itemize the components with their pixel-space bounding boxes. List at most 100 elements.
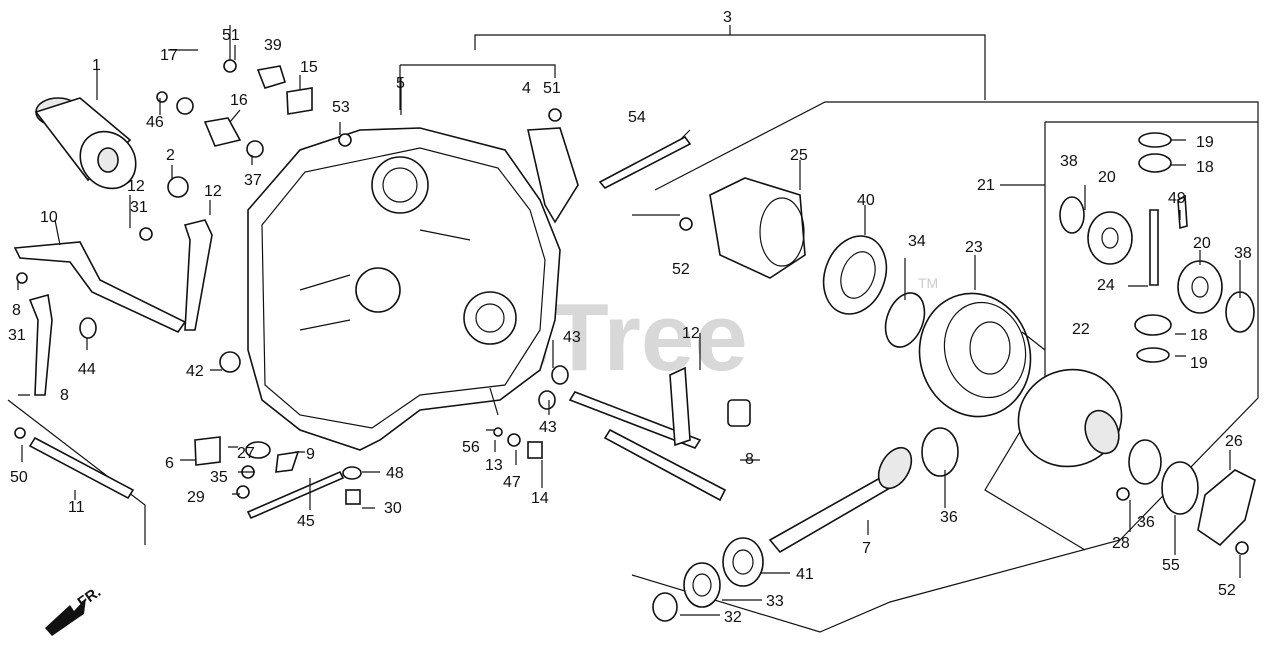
shift-fork-12 bbox=[669, 366, 691, 447]
shift-rod-box bbox=[7, 399, 146, 545]
callout-33: 33 bbox=[766, 593, 784, 610]
callout-17: 17 bbox=[160, 47, 178, 64]
shift-lever-12 bbox=[183, 219, 213, 331]
callout-51-right: 51 bbox=[543, 80, 561, 97]
bearing-housing bbox=[709, 177, 806, 279]
side-gear-20-left bbox=[1087, 211, 1133, 265]
callout-45: 45 bbox=[297, 513, 315, 530]
callout-38-right: 38 bbox=[1234, 245, 1252, 262]
nut-32 bbox=[652, 592, 678, 622]
transmission-case bbox=[247, 127, 561, 451]
bracket-4 bbox=[527, 127, 579, 224]
callout-4: 4 bbox=[522, 80, 531, 97]
callout-38-left: 38 bbox=[1060, 153, 1078, 170]
callout-48: 48 bbox=[386, 465, 404, 482]
callout-23: 23 bbox=[965, 239, 983, 256]
callout-26: 26 bbox=[1225, 433, 1243, 450]
callout-31-bottom: 31 bbox=[8, 327, 26, 344]
bracket-9 bbox=[275, 451, 300, 473]
washer-19-top bbox=[1138, 132, 1172, 148]
callout-12-mid: 12 bbox=[204, 183, 222, 200]
bearing-41 bbox=[722, 537, 764, 587]
callout-9: 9 bbox=[306, 446, 315, 463]
callout-16: 16 bbox=[230, 92, 248, 109]
bolt-31-b bbox=[16, 272, 28, 284]
switch-14 bbox=[527, 441, 543, 459]
callout-5: 5 bbox=[396, 75, 405, 92]
callout-3: 3 bbox=[723, 9, 732, 26]
bolt-51 bbox=[223, 59, 237, 73]
callout-27: 27 bbox=[237, 445, 255, 462]
bearing-cover-26 bbox=[1197, 469, 1256, 547]
callout-49: 49 bbox=[1168, 190, 1186, 207]
bolt-53 bbox=[338, 133, 352, 147]
pinion-18-top bbox=[1138, 153, 1172, 173]
pinion-shaft bbox=[768, 446, 913, 554]
dowel-pin-2 bbox=[167, 176, 189, 198]
callout-24: 24 bbox=[1097, 277, 1115, 294]
callout-19-bottom: 19 bbox=[1190, 355, 1208, 372]
callout-15: 15 bbox=[300, 59, 318, 76]
callout-30: 30 bbox=[384, 500, 402, 517]
seal-43-b bbox=[538, 390, 556, 410]
seal-43 bbox=[551, 365, 569, 385]
callout-29: 29 bbox=[187, 489, 205, 506]
pin-13 bbox=[493, 427, 503, 437]
callout-39: 39 bbox=[264, 37, 282, 54]
bearing-55 bbox=[1161, 461, 1199, 515]
sensor-16 bbox=[203, 117, 242, 147]
bolt-51-b bbox=[548, 108, 562, 122]
shim-36 bbox=[921, 427, 959, 477]
callout-20-right: 20 bbox=[1193, 235, 1211, 252]
callout-52-right: 52 bbox=[1218, 582, 1236, 599]
callout-2: 2 bbox=[166, 147, 175, 164]
bolt-29 bbox=[236, 485, 250, 499]
callout-18-bottom: 18 bbox=[1190, 327, 1208, 344]
pinion-18-bottom bbox=[1134, 314, 1172, 336]
callout-36-right: 36 bbox=[1137, 514, 1155, 531]
collar-44 bbox=[79, 317, 97, 339]
shift-fork-8 bbox=[28, 293, 53, 396]
callout-51-top: 51 bbox=[222, 27, 240, 44]
bolt-28 bbox=[1116, 487, 1130, 501]
oil-seal-36 bbox=[1128, 439, 1162, 485]
callout-8-left: 8 bbox=[12, 302, 21, 319]
diff-bracket bbox=[984, 122, 1086, 551]
washer-47 bbox=[507, 433, 521, 447]
callout-52-left: 52 bbox=[672, 261, 690, 278]
callout-12-right: 12 bbox=[682, 325, 700, 342]
callout-47: 47 bbox=[503, 474, 521, 491]
callout-18-top: 18 bbox=[1196, 159, 1214, 176]
callout-42: 42 bbox=[186, 363, 204, 380]
callout-35: 35 bbox=[210, 469, 228, 486]
callout-50: 50 bbox=[10, 469, 28, 486]
bolt-31 bbox=[139, 227, 153, 241]
callout-6: 6 bbox=[165, 455, 174, 472]
collar-27 bbox=[245, 441, 271, 459]
bolt-52-b bbox=[1235, 541, 1249, 555]
differential-carrier bbox=[1017, 368, 1123, 468]
clamp-17 bbox=[176, 97, 194, 115]
callout-25: 25 bbox=[790, 147, 808, 164]
clip-50 bbox=[14, 427, 26, 439]
shift-rod-11 bbox=[28, 436, 135, 500]
callout-12-left: 12 bbox=[127, 178, 145, 195]
ring-gear bbox=[918, 292, 1032, 418]
callout-44: 44 bbox=[78, 361, 96, 378]
callout-54: 54 bbox=[628, 109, 646, 126]
fork-block bbox=[727, 399, 751, 427]
callout-43-upper: 43 bbox=[563, 329, 581, 346]
shift-arm-10 bbox=[13, 241, 187, 334]
plate-15 bbox=[286, 87, 313, 115]
stud-45 bbox=[246, 470, 345, 520]
callout-40: 40 bbox=[857, 192, 875, 209]
bearing-40 bbox=[822, 235, 888, 315]
callout-22: 22 bbox=[1072, 321, 1090, 338]
bearing-33 bbox=[683, 562, 721, 608]
washer-48 bbox=[342, 466, 362, 480]
callout-55: 55 bbox=[1162, 557, 1180, 574]
callout-53: 53 bbox=[332, 99, 350, 116]
callout-8-right: 8 bbox=[745, 451, 754, 468]
callout-31-left: 31 bbox=[130, 199, 148, 216]
plug-30 bbox=[345, 489, 361, 505]
